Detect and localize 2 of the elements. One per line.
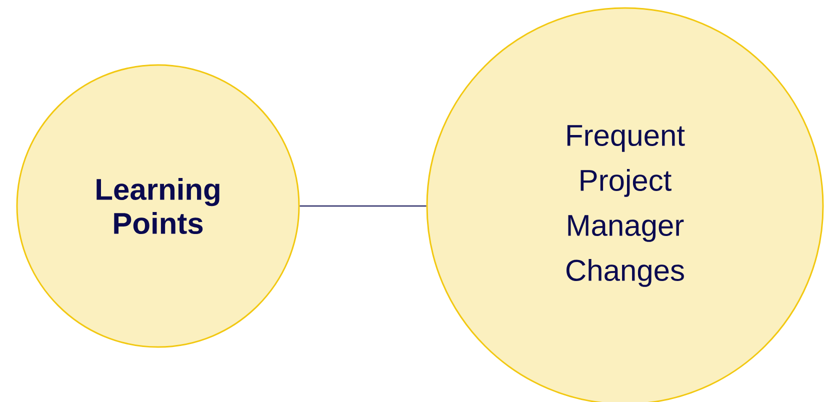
circle-node: Frequent Project Manager Changes [426, 7, 824, 402]
circle-node: Learning Points [16, 64, 300, 348]
